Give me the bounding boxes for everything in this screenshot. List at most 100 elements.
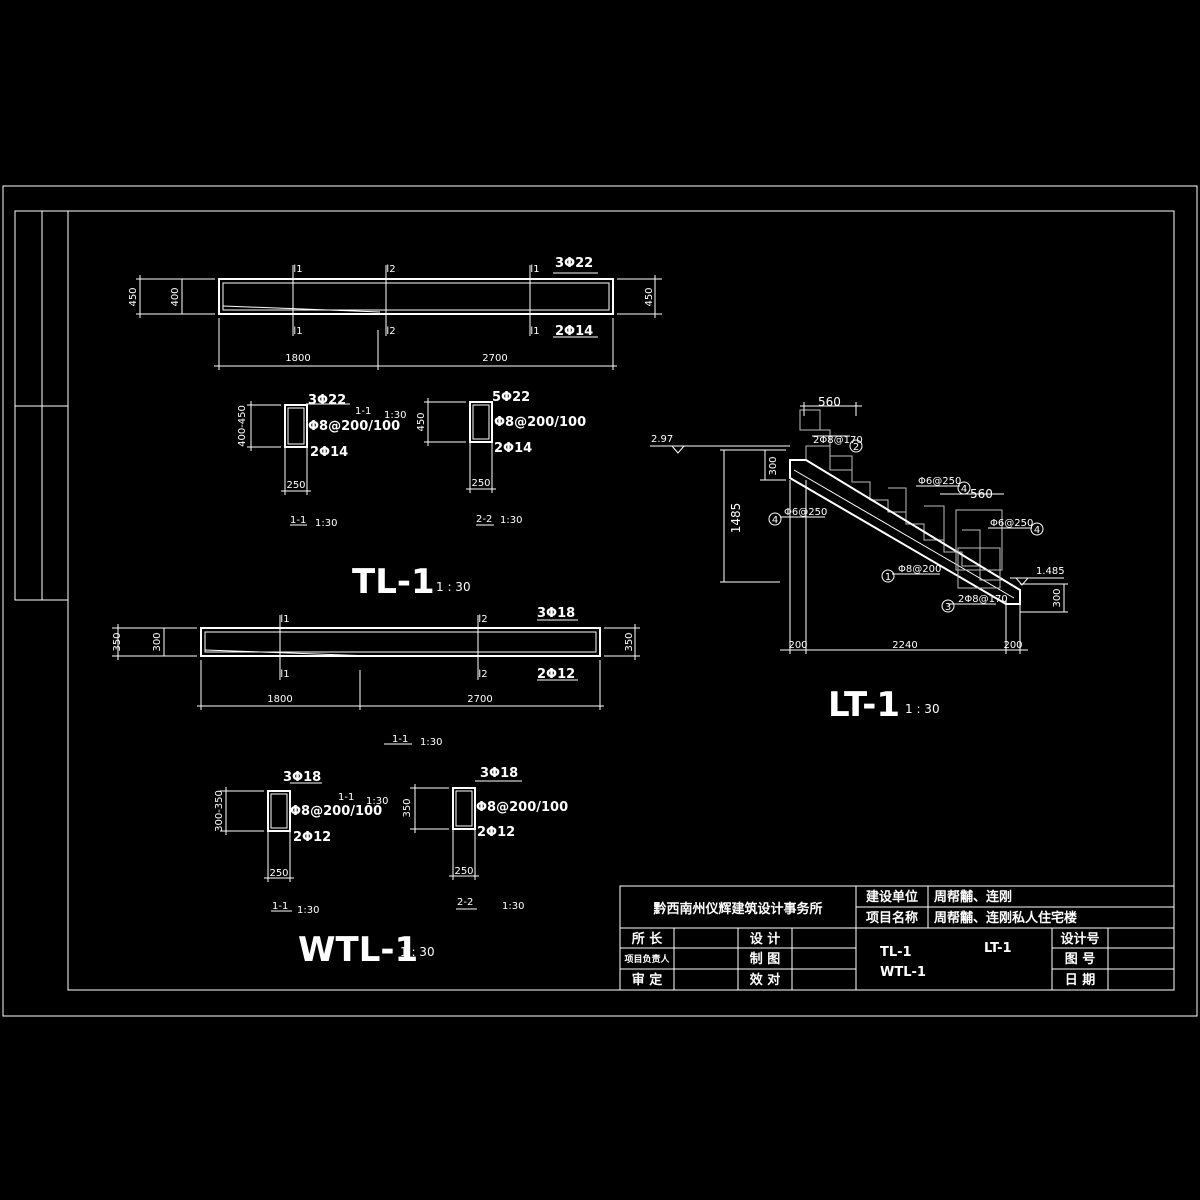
wtl1-title-scale: 1 : 30: [400, 945, 435, 959]
wtl1-sec2-width: 250: [454, 866, 473, 877]
tl1-title: TL-1: [352, 562, 435, 602]
wtl1-mark-bot-1: l1: [280, 669, 289, 680]
tl1-sec2-width: 250: [471, 478, 490, 489]
tb-content-2: WTL-1: [880, 965, 926, 980]
wtl1-sec2-height: 350: [402, 798, 413, 817]
wtl1-sec1-label: 1-1: [272, 901, 288, 912]
tl1-section-1: [247, 401, 350, 526]
lt1-dim-top: 560: [818, 395, 841, 409]
wtl1-top-bar-note: 3Φ18: [537, 606, 575, 621]
wtl1-sec2-label: 2-2: [457, 897, 473, 908]
wtl1-section-note-scale: 1:30: [420, 737, 442, 748]
lt1-title: LT-1: [828, 685, 900, 725]
wtl1-left-outer-dim: 350: [112, 632, 123, 651]
tl1-title-scale: 1 : 30: [436, 580, 471, 594]
lt1-bar-3-text: 2Φ8@170: [958, 594, 1008, 605]
wtl1-bottom-bar-note: 2Φ12: [537, 667, 575, 682]
tl1-left-inner-dim: 400: [170, 287, 181, 306]
lt1-bar-4a-no: 4: [961, 484, 967, 495]
tb-r3b: 效 对: [750, 972, 781, 988]
wtl1-sec2-bottom: 2Φ12: [477, 825, 515, 840]
tl1-sec1-top: 3Φ22: [308, 393, 346, 408]
wtl1-sec1-ref-scale: 1:30: [366, 796, 388, 807]
wtl1-left-inner-dim: 300: [152, 632, 163, 651]
tl1-sec1-label: 1-1: [290, 515, 306, 526]
wtl1-sec1-ref: 1-1: [338, 792, 354, 803]
wtl1-sec1-width: 250: [269, 868, 288, 879]
tb-project-value: 周帮黼、连刚私人住宅楼: [934, 910, 1077, 926]
tl1-sec1-label-scale: 1:30: [315, 518, 337, 529]
lt1-title-scale: 1 : 30: [905, 702, 940, 716]
wtl1-title: WTL-1: [298, 930, 418, 970]
tl1-sec2-bottom: 2Φ14: [494, 441, 532, 456]
lt1-dim-mid: 560: [970, 487, 993, 501]
tl1-sec2-label-scale: 1:30: [500, 515, 522, 526]
lt1-elev-bottom: 1.485: [1036, 566, 1065, 577]
tb-project-label: 项目名称: [866, 910, 918, 926]
lt1-dim-b3: 200: [1003, 640, 1022, 651]
lt1-bar-4b-no: 4: [772, 515, 778, 526]
lt1-elev-top: 2.97: [651, 434, 673, 445]
tl1-sec1-ref-scale: 1:30: [384, 410, 406, 421]
lt1-bar-1-text: Φ8@200: [898, 564, 941, 575]
wtl1-right-dim: 350: [624, 632, 635, 651]
wtl1-sec1-height: 300-350: [214, 790, 225, 832]
tl1-left-outer-dim: 450: [128, 287, 139, 306]
wtl1-sec1-top: 3Φ18: [283, 770, 321, 785]
tl1-right-dim: 450: [644, 287, 655, 306]
tb-content-1: TL-1: [880, 945, 912, 960]
tl1-mark-bot-2: l2: [386, 326, 395, 337]
tl1-sec2-top: 5Φ22: [492, 390, 530, 405]
lt1-bar-4c-no: 4: [1034, 525, 1040, 536]
tl1-sec2-height: 450: [416, 412, 427, 431]
tb-r1a: 所 长: [632, 931, 664, 947]
tb-drawing-no: 图 号: [1065, 952, 1096, 967]
tl1-sec2-label: 2-2: [476, 514, 492, 525]
lt1-bar-4a-text: Φ6@250: [918, 476, 961, 487]
outer-border: [2, 185, 1198, 1017]
tl1-mark-bot-3: l1: [530, 326, 539, 337]
binding-strip: [14, 210, 69, 601]
tb-client-value: 周帮黼、连刚: [934, 889, 1012, 905]
tl1-span2-dim: 2700: [482, 353, 507, 364]
tl1-span1-dim: 1800: [285, 353, 310, 364]
tl1-mark-top-3: l1: [530, 264, 539, 275]
wtl1-sec2-stirrup: Φ8@200/100: [476, 800, 568, 815]
tl1-bottom-bar-note: 2Φ14: [555, 324, 593, 339]
tb-date: 日 期: [1065, 973, 1096, 988]
wtl1-sec1-bottom: 2Φ12: [293, 830, 331, 845]
wtl1-mark-bot-2: l2: [478, 669, 487, 680]
lt1-dim-step2: 300: [1052, 588, 1063, 607]
tb-r3a: 审 定: [632, 972, 663, 988]
tb-r1b: 设 计: [750, 931, 781, 947]
tl1-sec1-ref: 1-1: [355, 406, 371, 417]
tb-r2b: 制 图: [750, 951, 781, 967]
tb-client-label: 建设单位: [866, 889, 918, 905]
wtl1-section-1: [220, 782, 322, 912]
tb-firm: 黔西南州仪辉建筑设计事务所: [653, 901, 822, 917]
lt1-bar-3-no: 3: [945, 602, 951, 613]
wtl1-mark-top-1: l1: [280, 614, 289, 625]
lt1-bar-2-no: 2: [853, 442, 859, 453]
tl1-mark-top-2: l2: [386, 264, 395, 275]
lt1-dim-b1: 200: [788, 640, 807, 651]
tl1-sec1-stirrup: Φ8@200/100: [308, 419, 400, 434]
title-block: [619, 885, 1175, 991]
wtl1-section-2: [410, 780, 522, 910]
tl1-sec1-bottom: 2Φ14: [310, 445, 348, 460]
tl1-elevation: [136, 265, 662, 370]
tb-content-3: LT-1: [984, 941, 1012, 956]
wtl1-sec1-label-scale: 1:30: [297, 905, 319, 916]
wtl1-sec1-stirrup: Φ8@200/100: [290, 804, 382, 819]
lt1-dim-b2: 2240: [892, 640, 917, 651]
wtl1-elevation: [112, 615, 640, 745]
tl1-mark-top-1: l1: [293, 264, 302, 275]
lt1-bar-4b-text: Φ6@250: [784, 507, 827, 518]
wtl1-mark-top-2: l2: [478, 614, 487, 625]
lt1-bar-1-no: 1: [885, 572, 891, 583]
wtl1-span1-dim: 1800: [267, 694, 292, 705]
tl1-top-bar-note: 3Φ22: [555, 256, 593, 271]
tb-design-no: 设计号: [1060, 931, 1099, 947]
tl1-sec2-stirrup: Φ8@200/100: [494, 415, 586, 430]
